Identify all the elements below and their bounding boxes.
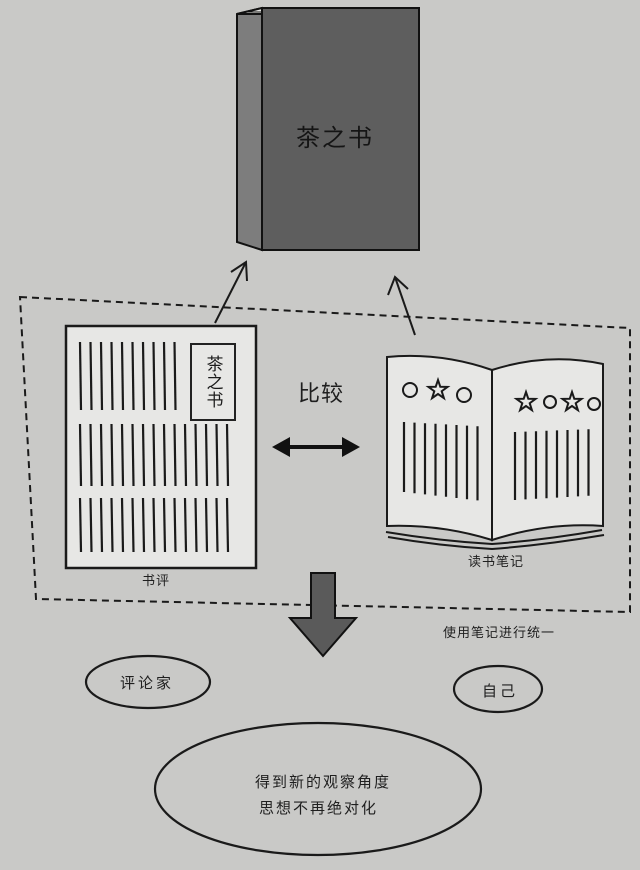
result-line-2: 思想不再绝对化 (259, 799, 379, 817)
unify-label: 使用笔记进行统一 (443, 626, 556, 641)
text-line-mark (162, 341, 167, 411)
dashed-group-frame (18, 295, 631, 614)
result-line-1: 得到新的观察角度 (255, 773, 392, 791)
down-arrow (287, 572, 359, 658)
text-line-mark (120, 497, 125, 553)
text-line-mark (141, 423, 146, 487)
text-line-mark (162, 423, 167, 487)
self-label: 自己 (482, 682, 519, 700)
text-line-mark (110, 341, 114, 411)
text-line-mark (173, 341, 177, 411)
text-line-mark (110, 423, 114, 487)
up-arrow-right (387, 275, 416, 336)
text-line-mark (183, 423, 188, 487)
text-line-mark (131, 423, 135, 487)
notebook-illustration (385, 354, 605, 551)
text-line-mark (152, 341, 156, 411)
critic-label: 评论家 (120, 674, 175, 692)
text-line-mark (194, 497, 198, 553)
up-arrow-left (214, 260, 248, 324)
text-line-mark (152, 497, 156, 553)
book-illustration (236, 6, 420, 252)
book-title: 茶之书 (296, 124, 374, 152)
text-line-mark (131, 341, 135, 411)
text-line-mark (110, 497, 114, 553)
text-line-mark (89, 341, 93, 411)
text-line-mark (120, 423, 125, 487)
text-line-mark (89, 423, 93, 487)
text-line-mark (215, 423, 219, 487)
text-line-mark (99, 497, 104, 553)
text-line-mark (131, 497, 135, 553)
text-line-mark (162, 497, 167, 553)
note-rating-symbols (402, 376, 601, 413)
text-line-mark (194, 423, 198, 487)
text-line-mark (78, 423, 83, 487)
text-line-mark (141, 497, 146, 553)
review-inset-title: 茶之书 (202, 355, 223, 409)
review-inset-box: 茶之书 (190, 343, 236, 421)
text-line-mark (173, 423, 177, 487)
text-line-mark (78, 497, 83, 553)
text-line-mark (141, 341, 146, 411)
text-line-mark (99, 423, 104, 487)
text-line-mark (183, 497, 188, 553)
compare-label: 比较 (298, 382, 345, 407)
critic-ellipse (84, 654, 212, 710)
text-line-mark (215, 497, 219, 553)
text-line-mark (152, 423, 156, 487)
text-line-mark (225, 497, 230, 553)
text-line-mark (120, 341, 125, 411)
text-line-mark (173, 497, 177, 553)
text-line-mark (78, 341, 83, 411)
book-review-label: 书评 (142, 574, 171, 589)
self-ellipse (452, 664, 544, 714)
text-line-mark (204, 497, 209, 553)
text-line-mark (89, 497, 93, 553)
result-ellipse (153, 721, 483, 857)
compare-arrow (272, 437, 360, 457)
reading-notes-label: 读书笔记 (468, 555, 525, 570)
text-line-mark (204, 423, 209, 487)
text-line-mark (99, 341, 104, 411)
text-line-mark (225, 423, 230, 487)
